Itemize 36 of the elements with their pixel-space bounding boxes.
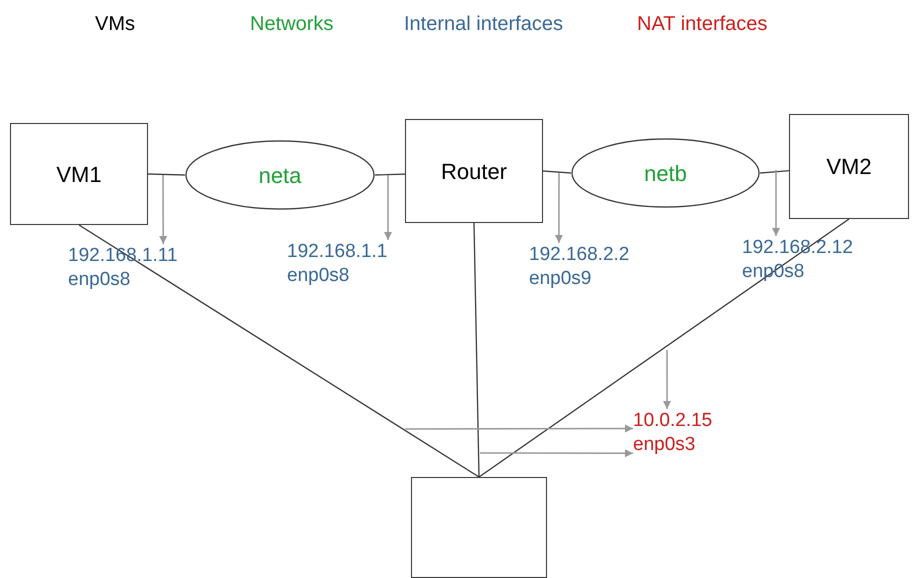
empty-box [411,477,547,578]
node-label: neta [258,162,302,190]
arrow [772,170,780,236]
connector-line [148,173,186,176]
vm-box [10,123,148,225]
connector-line [760,170,790,174]
arrow [405,424,633,432]
network-ellipse [185,140,375,210]
interface-text: 192.168.1.1 [287,240,388,264]
arrow [159,175,168,244]
interface-text: enp0s8 [68,268,130,292]
connector-line [78,224,480,478]
interface-text: enp0s3 [633,433,696,457]
node-label: Router [440,158,508,186]
interface-text: enp0s9 [529,267,592,291]
arrow [384,175,392,240]
legend-text: Networks [250,12,334,37]
network-ellipse [571,138,760,208]
arrow [480,449,633,458]
node-label: netb [644,160,687,188]
arrow [554,173,563,243]
vm-box [789,114,909,219]
legend-text: VMs [95,12,135,37]
node-label: VM2 [826,153,872,181]
connector-line [478,218,850,478]
arrow [663,350,672,409]
connector-line [473,222,480,478]
interface-text: 10.0.2.15 [633,409,712,433]
legend-text: Internal interfaces [404,12,563,37]
legend-text: NAT interfaces [637,12,768,37]
connector-line [374,174,406,176]
node-label: VM1 [56,160,102,188]
interface-text: enp0s8 [287,264,350,288]
router-box [405,119,543,223]
connector-line [542,170,572,174]
interface-text: 192.168.2.2 [529,243,630,267]
